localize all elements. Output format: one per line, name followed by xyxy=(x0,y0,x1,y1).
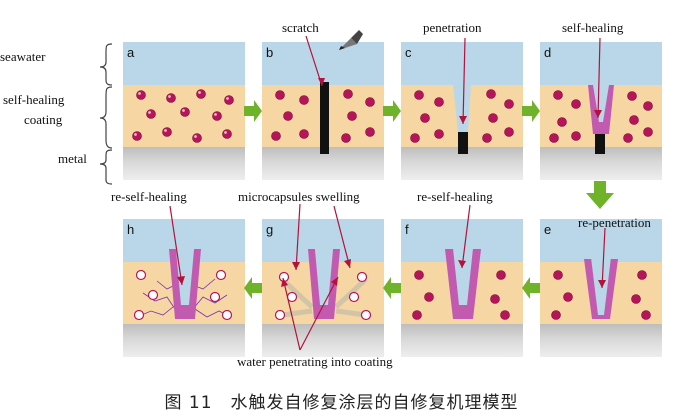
panel-c: c xyxy=(401,42,523,180)
panel-h: h xyxy=(123,219,245,357)
panel-letter: a xyxy=(127,45,135,60)
scratch-crack xyxy=(595,134,605,154)
microcapsules xyxy=(549,85,653,154)
label-scratch: scratch xyxy=(282,20,319,35)
arrow-g-h xyxy=(244,277,262,299)
arrow-e-f xyxy=(522,277,540,299)
scratch-crack xyxy=(458,132,468,154)
arrow-b-c xyxy=(383,100,401,122)
panel-e: e xyxy=(540,219,662,357)
label-re-penetration: re-penetration xyxy=(578,215,651,230)
arrow-f-g xyxy=(383,277,401,299)
panel-letter: f xyxy=(405,222,409,237)
label-re-self-healing-f: re-self-healing xyxy=(417,189,493,204)
figure-caption: 图 11 水触发自修复涂层的自修复机理模型 xyxy=(164,393,519,413)
panel-d: d xyxy=(540,42,662,180)
panel-g: g xyxy=(262,219,384,357)
layer-label-seawater: seawater xyxy=(0,49,46,64)
label-water-penetrating: water penetrating into coating xyxy=(237,354,393,369)
panel-letter: e xyxy=(544,222,552,237)
microcapsules xyxy=(551,249,651,320)
microcapsules xyxy=(133,239,233,321)
layer-label-coating-2: coating xyxy=(24,112,63,127)
panel-a: a xyxy=(123,42,245,180)
arrow-c-d xyxy=(522,100,540,122)
label-self-healing: self-healing xyxy=(562,20,624,35)
label-re-self-healing-h: re-self-healing xyxy=(111,189,187,204)
layer-brackets xyxy=(99,43,113,185)
water-penetration xyxy=(453,85,471,132)
panel-letter: b xyxy=(266,45,274,60)
panel-letter: c xyxy=(405,45,412,60)
panel-letter: h xyxy=(127,222,135,237)
scratch-crack xyxy=(320,82,329,154)
microcapsules xyxy=(410,85,514,154)
layer-label-coating-1: self-healing xyxy=(3,92,65,107)
seawater-layer xyxy=(123,42,245,85)
arrow-d-e xyxy=(586,181,614,209)
label-microcapsules-swelling: microcapsules swelling xyxy=(238,189,360,204)
arrow-a-b xyxy=(244,100,262,122)
panel-letter: d xyxy=(544,45,552,60)
microcapsules xyxy=(271,82,375,154)
metal-layer xyxy=(123,147,245,180)
microcapsules xyxy=(412,239,510,320)
label-penetration: penetration xyxy=(423,20,482,35)
panel-f: f xyxy=(401,219,523,357)
scratch-tool-icon xyxy=(339,30,363,50)
layer-label-metal: metal xyxy=(58,151,87,166)
panel-letter: g xyxy=(266,222,274,237)
panel-b: b xyxy=(262,42,384,180)
microcapsules xyxy=(274,239,372,321)
microcapsules xyxy=(132,89,234,143)
